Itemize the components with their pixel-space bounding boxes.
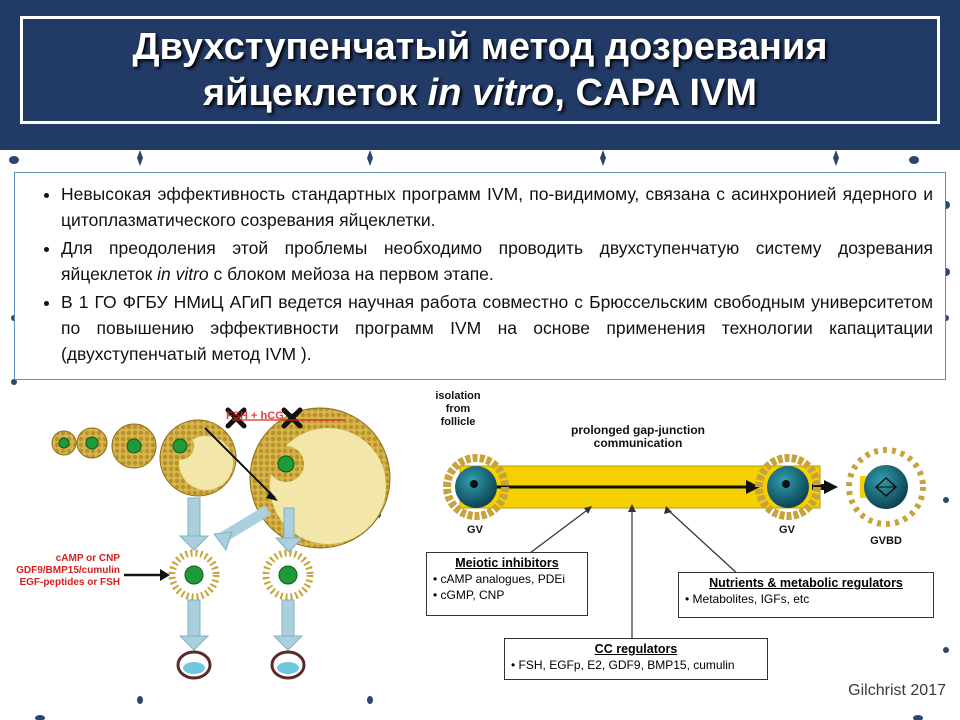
stage-gv-1: GV [467,524,483,536]
title-line-1: Двухступенчатый метод дозревания [132,26,828,68]
follicle-development-figure: FSH + hCG cAMP or CNP GDF9/BMP15/cumulin… [0,388,410,688]
capa-ivm-diagram [443,447,926,638]
credit: Gilchrist 2017 [848,682,946,699]
isolation-label: isolation from follicle [435,390,481,428]
meiotic-inhibitors-box: Meiotic inhibitors • cAMP analogues, PDE… [426,552,588,616]
title-line-2: яйцеклеток in vitro, CAPA IVM [202,72,758,114]
treatment-label: cAMP or CNP GDF9/BMP15/cumulin EGF-pepti… [16,553,120,588]
follicle-diagram [51,407,391,680]
capa-ivm-figure: isolation from follicle prolonged gap-ju… [420,388,960,688]
hormones-label: FSH + hCG [226,410,284,422]
nutrients-box: Nutrients & metabolic regulators • Metab… [678,572,934,618]
gap-junction-label: prolonged gap-junction communication [571,423,705,450]
title-box: Двухступенчатый метод дозревания яйцекле… [20,16,940,124]
bullet-list: Невысокая эффективность стандартных прог… [27,181,933,367]
cc-regulators-box: CC regulators • FSH, EGFp, E2, GDF9, BMP… [504,638,768,680]
bullet-text-box: Невысокая эффективность стандартных прог… [14,172,946,380]
bullet-item-3: В 1 ГО ФГБУ НМиЦ АГиП ведется научная ра… [61,289,933,367]
meiotic-inhibitors-heading: Meiotic inhibitors [455,556,559,570]
cc-regulators-heading: CC regulators [594,642,678,656]
stage-gv-2: GV [779,524,795,536]
stage-gvbd: GVBD [870,535,902,547]
bullet-item-1: Невысокая эффективность стандартных прог… [61,181,933,233]
nutrients-heading: Nutrients & metabolic regulators [709,576,903,590]
bullet-item-2: Для преодоления этой проблемы необходимо… [61,235,933,287]
